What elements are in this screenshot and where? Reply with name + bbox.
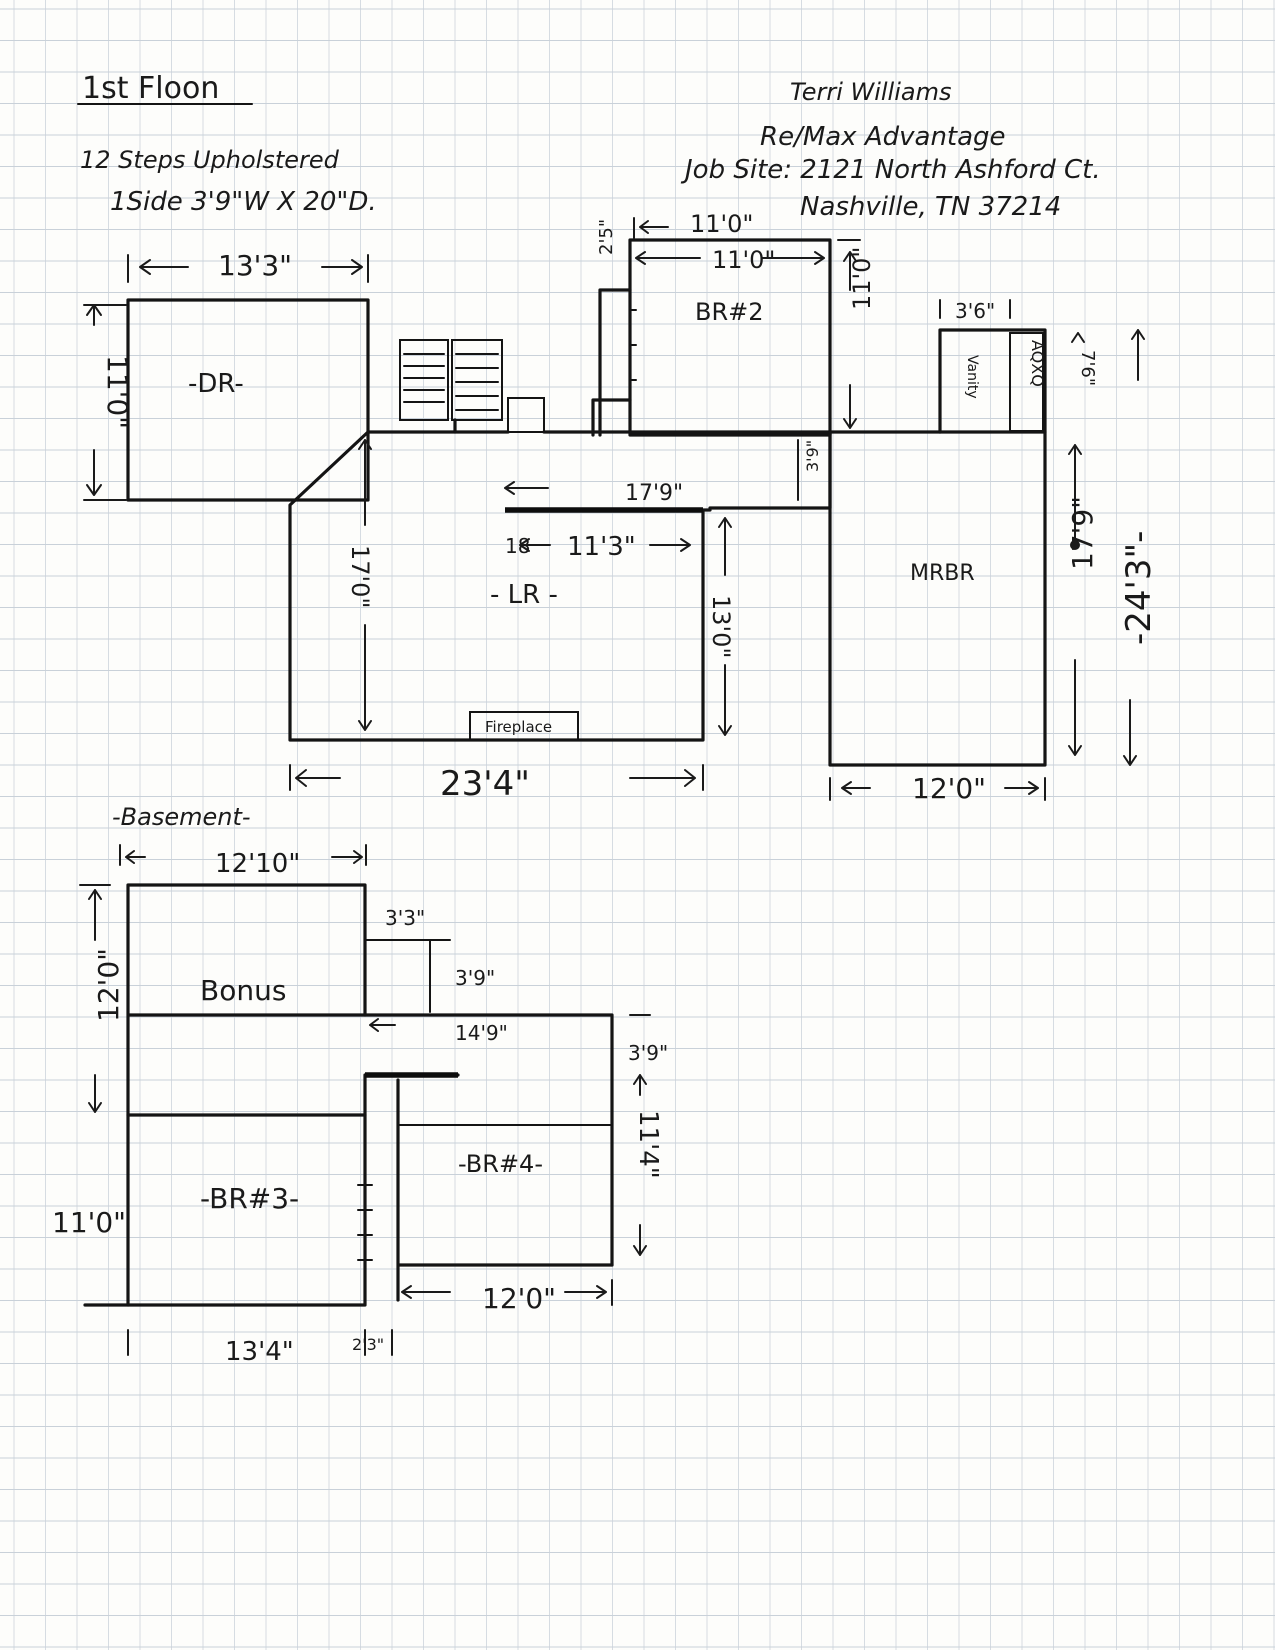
master-bedroom-walls: [828, 430, 1047, 767]
living-room-top-dim: 17'9": [625, 481, 683, 506]
bedroom-4-width: 12'0": [482, 1282, 556, 1315]
basement-hallway: 14'9" 3'9": [363, 1013, 668, 1267]
room-dining: -DR- 13'3" 11'0": [83, 249, 370, 502]
room-bedroom-4: -BR#4- 11'4" 12'0": [365, 1072, 663, 1315]
room-bedroom-3: -BR#3- 11'0" 13'4" 2'3": [52, 1073, 460, 1367]
bonus-room-height: 12'0": [92, 948, 125, 1022]
dining-room-walls: [126, 298, 370, 502]
hall-height: 3'9": [628, 1041, 668, 1065]
header: 1st Floon 12 Steps Upholstered 1Side 3'9…: [77, 71, 1101, 222]
room-living: - LR - 17'9" 18 11'3" 17'0" 13'0" Firepl…: [288, 430, 735, 804]
hall-depth: 3'9": [803, 440, 822, 472]
bedroom-4-walls: [396, 1078, 614, 1302]
bedroom-4-label: -BR#4-: [458, 1150, 543, 1178]
master-bedroom-label: MRBR: [910, 561, 975, 586]
client-name: Terri Williams: [790, 78, 951, 106]
steps-note-line2: 1Side 3'9"W X 20"D.: [110, 187, 377, 217]
bedroom-2-inner-width: 11'0": [712, 246, 775, 274]
city-state-zip: Nashville, TN 37214: [800, 192, 1061, 222]
living-room-inner-dim: 11'3": [567, 532, 636, 562]
company-name: Re/Max Advantage: [760, 122, 1006, 152]
bonus-room-step: [364, 939, 451, 1013]
steps-note-line1: 12 Steps Upholstered: [80, 146, 340, 174]
living-room-label: - LR -: [490, 580, 558, 610]
dining-room-label: -DR-: [188, 369, 244, 399]
bath-depth: 7'6": [1077, 350, 1098, 386]
bedroom-2-label: BR#2: [695, 298, 764, 326]
bath-fixture: [1009, 332, 1044, 432]
living-room-height: 17'0": [346, 545, 374, 608]
bedroom-2-top-width: 11'0": [690, 210, 753, 238]
room-bedroom-2: BR#2 11'0" 11'0" 2'5" 11'0": [591, 210, 876, 437]
floor-title: 1st Floon: [82, 71, 219, 106]
living-room-width: 23'4": [440, 764, 530, 804]
step-width: 3'3": [385, 906, 425, 930]
master-bedroom-height: 17'9": [1066, 496, 1099, 570]
bath-walls: [938, 328, 1047, 434]
basement-gap-width: 2'3": [352, 1335, 384, 1354]
hall-width: 14'9": [455, 1021, 508, 1045]
bedroom-3-width: 13'4": [225, 1337, 294, 1367]
bonus-room-label: Bonus: [200, 974, 286, 1007]
hallway-walls: [366, 430, 832, 510]
step-height: 3'9": [455, 966, 495, 990]
fireplace: [469, 711, 579, 741]
master-bedroom-total-height: -24'3"-: [1119, 531, 1159, 645]
stair-block-right: [451, 339, 503, 421]
dining-room-width: 13'3": [218, 249, 292, 282]
jobsite-address: Job Site: 2121 North Ashford Ct.: [680, 155, 1101, 185]
stair-block-left: [399, 339, 449, 421]
vanity-width: 3'6": [955, 299, 995, 323]
basement-title: -Basement-: [112, 803, 251, 831]
bedroom-2-closet: [591, 288, 632, 437]
fireplace-label: Fireplace: [485, 718, 552, 736]
basement-plan: -Basement- Bonus 12'10" 12'0" 3'3" 3'9" …: [52, 803, 668, 1367]
bedroom-3-label: -BR#3-: [200, 1182, 299, 1215]
room-master-bedroom: Vanity AQXQ 3'6" 7'6" MRBR 17'9" -24'3"-…: [828, 299, 1159, 805]
living-room-side-dim: 13'0": [707, 595, 735, 658]
bedroom-4-height: 11'4": [633, 1110, 663, 1179]
stair-landing: [507, 397, 545, 433]
master-bedroom-width: 12'0": [912, 772, 986, 805]
bonus-room-width: 12'10": [215, 849, 300, 879]
bedroom-2-closet-depth: 2'5": [596, 219, 617, 255]
dining-room-height: 11'0": [101, 355, 134, 429]
stairs: [399, 339, 545, 434]
first-floor-plan: -DR- 13'3" 11'0": [83, 210, 1159, 805]
room-bonus: Bonus 12'10" 12'0" 3'3" 3'9": [79, 844, 495, 1117]
bath-fixture-label: AQXQ: [1028, 340, 1047, 387]
basement-hall-walls: [363, 1013, 614, 1267]
vanity-label: Vanity: [964, 355, 980, 399]
bedroom-3-height: 11'0": [52, 1206, 126, 1239]
